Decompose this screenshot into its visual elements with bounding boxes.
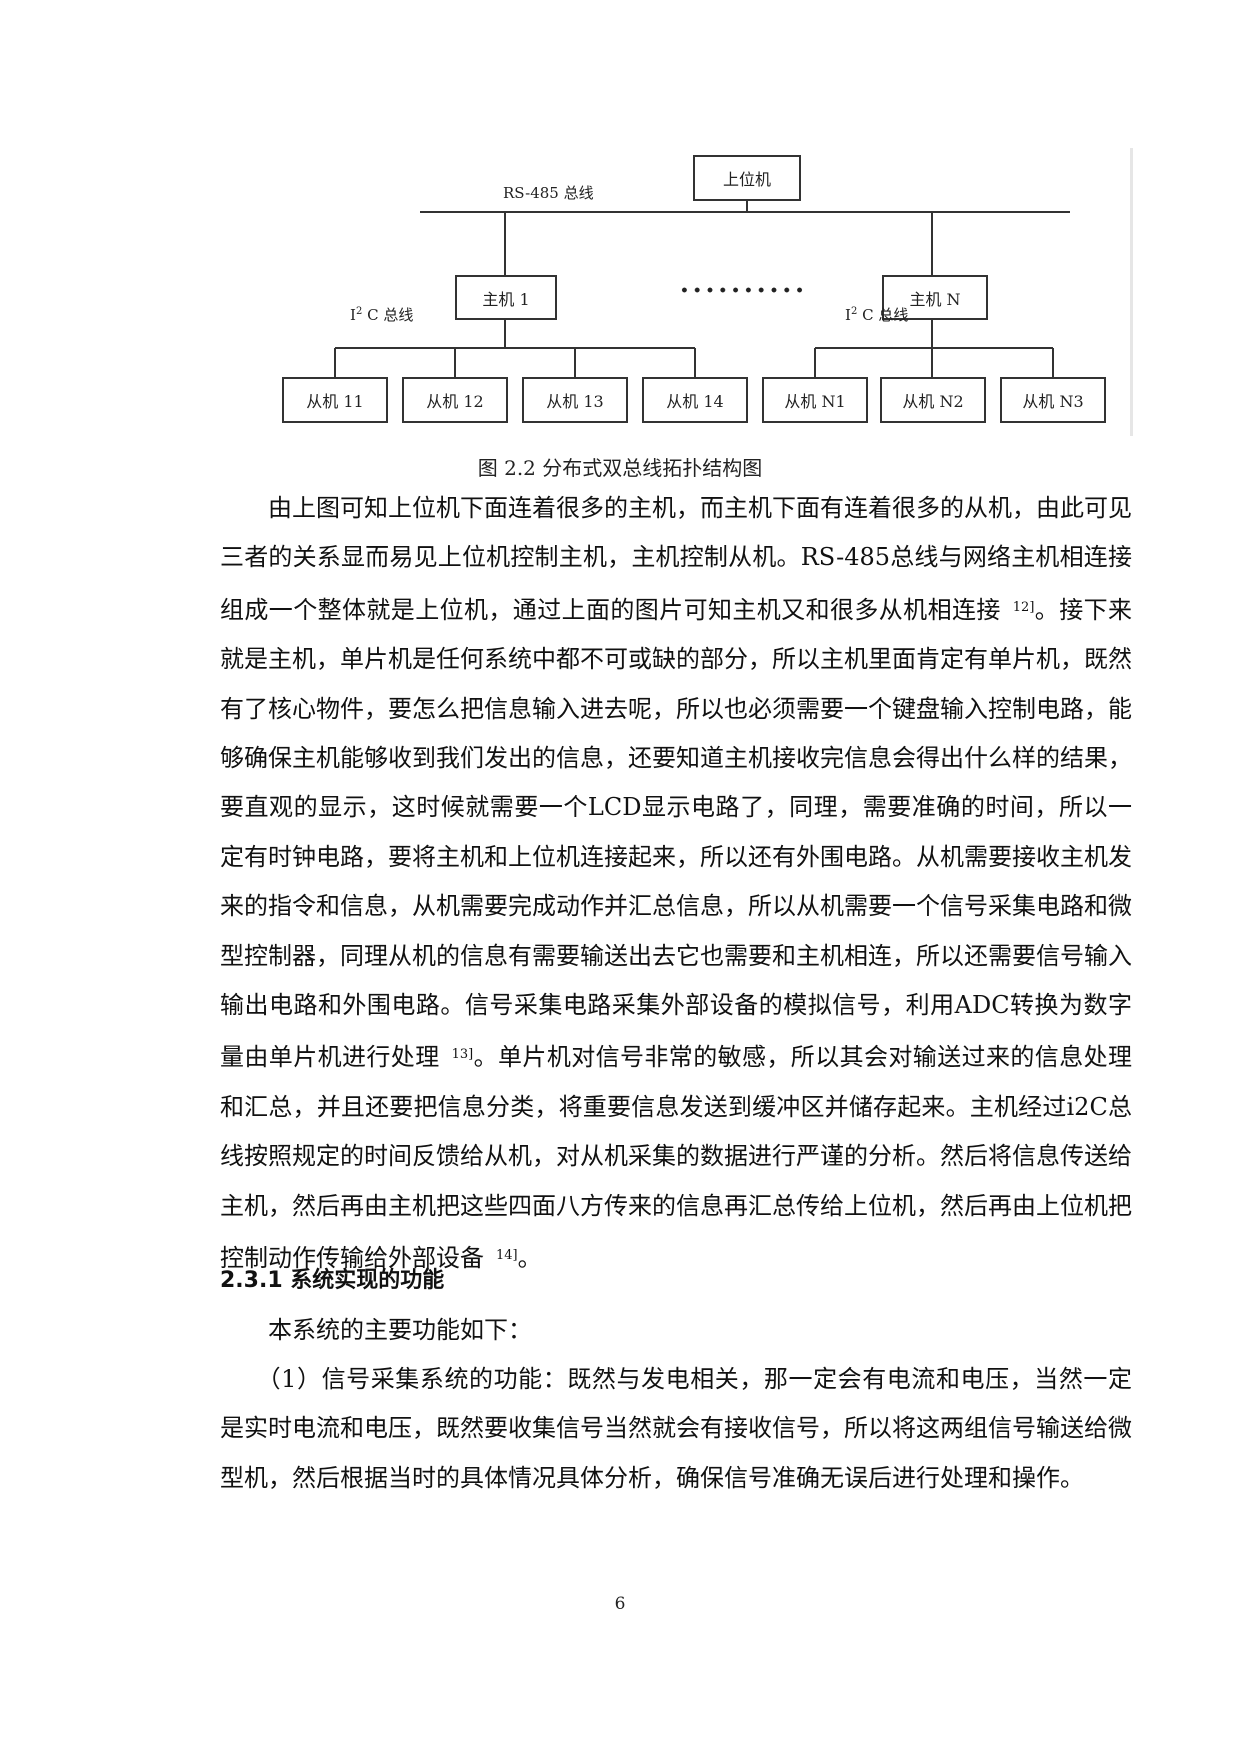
slave-13-label: 从机 13 xyxy=(546,392,604,411)
i2c-suffix-right: C 总线 xyxy=(862,306,909,324)
figure-border-edge xyxy=(1130,148,1133,436)
slave-12-label: 从机 12 xyxy=(426,392,484,411)
paragraph-3: （1）信号采集系统的功能：既然与发电相关，那一定会有电流和电压，当然一定是实时电… xyxy=(220,1355,1132,1503)
host-n-label: 主机 N xyxy=(909,289,961,309)
host-n-box: 主机 N xyxy=(882,275,988,320)
citation-12: 12] xyxy=(1012,599,1035,615)
paragraph-1-text: 由上图可知上位机下面连着很多的主机，而主机下面有连着很多的从机，由此可见三者的关… xyxy=(220,494,1132,624)
i2c-superscript-left: 2 xyxy=(355,306,363,317)
upper-computer-label: 上位机 xyxy=(722,170,771,189)
topology-figure: RS-485 总线 上位机 主机 1 主机 N I2 C 总线 I2 C 总线 … xyxy=(0,0,1240,450)
slave-n1-label: 从机 N1 xyxy=(784,392,846,411)
citation-13: 13] xyxy=(451,1047,474,1063)
slave-14-box: 从机 14 xyxy=(642,377,748,423)
paragraph-1-text-2: 。接下来就是主机，单片机是任何系统中都不可或缺的部分，所以主机里面肯定有单片机，… xyxy=(220,595,1133,1072)
figure-caption: 图 2.2 分布式双总线拓扑结构图 xyxy=(477,456,763,480)
section-heading: 2.3.1 系统实现的功能 xyxy=(220,1268,445,1293)
i2c-prefix-left: I xyxy=(350,306,356,324)
i2c-superscript-right: 2 xyxy=(850,306,858,317)
i2c-bus-label-right: I2 C 总线 xyxy=(845,304,908,325)
host-1-label: 主机 1 xyxy=(482,289,530,309)
i2c-bus-label-left: I2 C 总线 xyxy=(350,304,413,325)
i2c-prefix-right: I xyxy=(845,306,851,324)
citation-14: 14] xyxy=(496,1248,518,1264)
ellipsis-dots xyxy=(678,287,806,293)
paragraph-2-text: 本系统的主要功能如下： xyxy=(268,1316,532,1344)
paragraph-2: 本系统的主要功能如下： xyxy=(220,1306,1132,1355)
slave-n2-label: 从机 N2 xyxy=(902,392,964,411)
slave-n2-box: 从机 N2 xyxy=(880,377,986,423)
page-number: 6 xyxy=(614,1594,626,1614)
rs485-bus-label: RS-485 总线 xyxy=(503,184,594,202)
slave-12-box: 从机 12 xyxy=(402,377,508,423)
paragraph-3-text: （1）信号采集系统的功能：既然与发电相关，那一定会有电流和电压，当然一定是实时电… xyxy=(220,1365,1132,1492)
paragraph-1: 由上图可知上位机下面连着很多的主机，而主机下面有连着很多的从机，由此可见三者的关… xyxy=(220,484,1132,1284)
paragraph-1-text-3: 。单片机对信号非常的敏感，所以其会对输送过来的信息处理和汇总，并且还要把信息分类… xyxy=(220,1043,1132,1273)
slave-n3-label: 从机 N3 xyxy=(1022,392,1084,411)
i2c-suffix-left: C 总线 xyxy=(367,306,414,324)
host-1-box: 主机 1 xyxy=(455,275,557,320)
paragraph-1-text-4: 。 xyxy=(517,1244,542,1273)
upper-computer-box: 上位机 xyxy=(693,155,801,201)
topology-connector-lines xyxy=(334,200,1070,377)
slave-11-box: 从机 11 xyxy=(282,377,388,423)
slave-13-box: 从机 13 xyxy=(522,377,628,423)
slave-14-label: 从机 14 xyxy=(666,392,724,411)
slave-n1-box: 从机 N1 xyxy=(762,377,868,423)
slave-n3-box: 从机 N3 xyxy=(1000,377,1106,423)
slave-11-label: 从机 11 xyxy=(306,392,364,411)
